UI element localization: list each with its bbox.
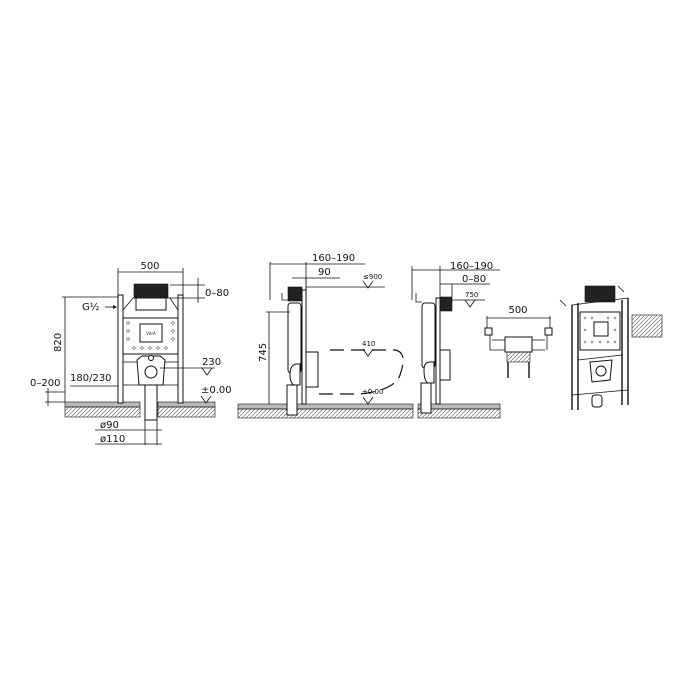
floor-level-label: ±0.00 [201, 385, 232, 396]
frame: VitrA [117, 283, 184, 421]
pipe-large-label: ø110 [100, 434, 125, 445]
vitra-logo: VitrA [146, 331, 156, 336]
flush-adjust-label: 0–80 [205, 288, 229, 299]
height-label: 820 [53, 333, 64, 352]
bolt-spacing-label: 180/230 [70, 373, 112, 384]
front-dimensions: 500 0–80 G½ 820 230 0–200 180/230 ±0.00 … [30, 261, 232, 445]
flush-height-label: ≤900 [363, 273, 382, 281]
top-view: 500 [484, 305, 553, 378]
pipe-small-label: ø90 [100, 420, 119, 431]
flush-box [133, 283, 169, 299]
cistern [287, 302, 302, 374]
depth-label: 90 [318, 267, 331, 278]
compact-flush-height-label: 750 [465, 291, 478, 299]
top-width-label: 500 [508, 305, 527, 316]
pan-height-label: 410 [362, 340, 375, 348]
width-label: 500 [140, 261, 159, 272]
side-view-compact: 160–190 0–80 750 [411, 261, 501, 419]
side-view-pan: 160–190 90 ≤900 745 410 ±0.00 [237, 253, 414, 419]
depth-range-label: 160–190 [312, 253, 355, 264]
drain-pipe [144, 384, 158, 421]
compact-flush-adjust-label: 0–80 [462, 274, 486, 285]
panel-holes [126, 321, 175, 350]
water-inlet-label: G½ [82, 301, 100, 313]
compact-depth-range-label: 160–190 [450, 261, 493, 272]
floor-adjust-label: 0–200 [30, 378, 60, 389]
floor-level-label-side: ±0.00 [362, 388, 383, 396]
toilet-pan-outline [318, 349, 404, 395]
drain-height-label: 230 [202, 357, 221, 368]
floor-left [64, 401, 216, 418]
front-view: VitrA 500 0–80 G½ 820 230 0–200 180/230 [30, 261, 232, 445]
bolt-height-label: 745 [258, 343, 269, 362]
perspective-view [559, 285, 663, 410]
